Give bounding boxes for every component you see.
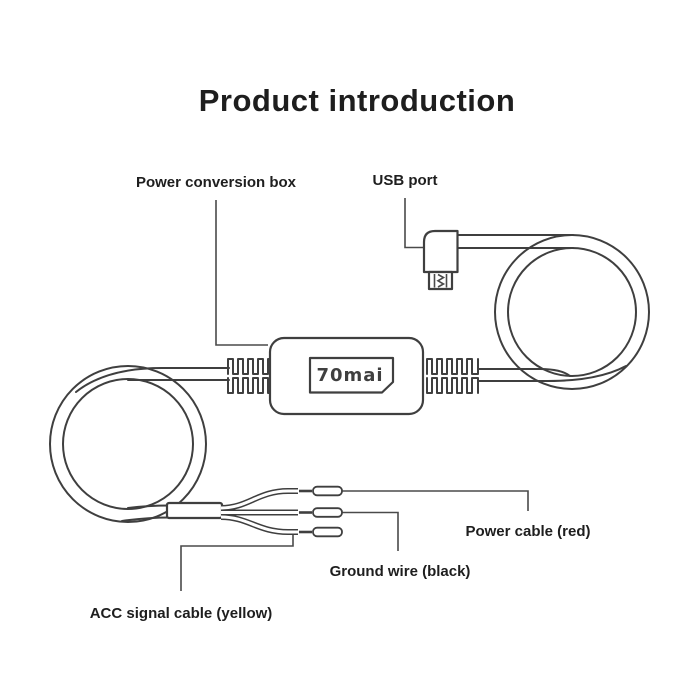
strain-relief-left [227, 358, 273, 394]
cable-box-to-loop-top [75, 367, 230, 393]
loop-right-inner [507, 247, 637, 377]
leader-lines [180, 198, 529, 591]
leader-usb-port [404, 198, 423, 249]
cable-loop-right [456, 234, 650, 390]
cable-sheath-end [165, 501, 224, 520]
label-usb-port: USB port [372, 172, 438, 189]
leader-power-conversion-box [215, 200, 268, 346]
brand-logo: 70mai [316, 365, 383, 386]
terminal-ground [312, 507, 343, 518]
loop-left-outer [49, 365, 207, 523]
label-ground-wire: Ground wire (black) [329, 563, 471, 580]
terminal-acc [312, 526, 343, 538]
label-acc-signal-cable: ACC signal cable (yellow) [89, 605, 273, 622]
page-title: Product introduction [198, 82, 516, 118]
logo-plate [308, 356, 395, 394]
power-conversion-box: 70mai [268, 336, 425, 416]
cable-loop-to-box-bottom [477, 365, 627, 382]
strain-relief-right [426, 358, 479, 394]
output-wires [220, 485, 343, 538]
cable-loop-exit-bottom [121, 516, 171, 522]
cable-loop-to-box-top [477, 368, 571, 377]
label-power-conversion-box: Power conversion box [135, 174, 297, 191]
cable-loop-exit-top [127, 504, 171, 509]
label-power-cable: Power cable (red) [465, 523, 591, 540]
leader-acc-cable [180, 534, 294, 591]
terminal-power [312, 485, 343, 497]
usb-plug-contact-spring [436, 273, 446, 288]
cable-loop-left [49, 365, 230, 523]
usb-connector-body [422, 229, 459, 274]
leader-power-cable [342, 490, 529, 511]
usb-connector [422, 229, 459, 291]
leader-ground-wire [342, 511, 399, 551]
loop-left-inner [62, 378, 194, 510]
